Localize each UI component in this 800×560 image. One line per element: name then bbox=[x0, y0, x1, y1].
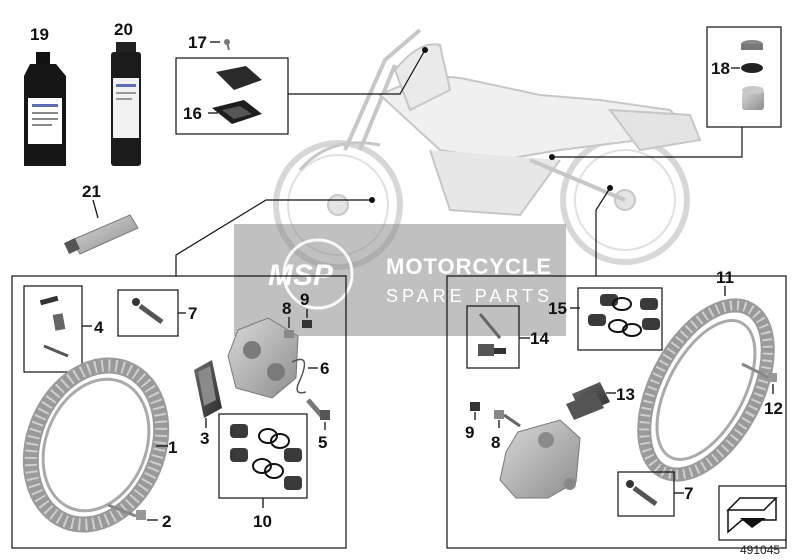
label-18: 18 bbox=[711, 59, 730, 78]
label-19: 19 bbox=[30, 25, 49, 44]
box-4 bbox=[23, 285, 83, 373]
label-14: 14 bbox=[530, 329, 549, 348]
rear-brake-disc bbox=[637, 298, 775, 482]
label-4: 4 bbox=[94, 318, 104, 337]
label-11: 11 bbox=[716, 268, 734, 287]
rear-brake-pads bbox=[566, 382, 610, 420]
rear-caliper bbox=[499, 419, 581, 499]
label-8-rear: 8 bbox=[491, 433, 500, 452]
label-17: 17 bbox=[188, 33, 207, 52]
disc-bolt bbox=[107, 503, 146, 520]
front-caliper bbox=[227, 317, 299, 399]
label-1: 1 bbox=[168, 438, 177, 457]
diagram-id: 491045 bbox=[740, 543, 780, 557]
bleed-screw-rear bbox=[470, 402, 521, 428]
box-14 bbox=[466, 305, 520, 369]
caliper-bolt bbox=[306, 398, 330, 420]
watermark: MSP MOTORCYCLE SPARE PARTS bbox=[234, 224, 566, 336]
rear-pad-pin-kit bbox=[478, 313, 506, 356]
front-piston-seal-kit bbox=[230, 424, 302, 490]
bleeder-valve-front bbox=[132, 298, 164, 325]
label-3: 3 bbox=[200, 429, 209, 448]
label-2: 2 bbox=[162, 512, 171, 531]
label-6: 6 bbox=[320, 359, 329, 378]
box-15 bbox=[577, 287, 663, 351]
front-brake-pads bbox=[194, 360, 222, 418]
label-5: 5 bbox=[318, 433, 327, 452]
retaining-spring bbox=[291, 358, 307, 394]
pad-retaining-parts bbox=[39, 295, 69, 358]
view-direction-arrow-icon bbox=[726, 497, 778, 534]
front-brake-box bbox=[11, 275, 347, 549]
watermark-line1: MOTORCYCLE bbox=[386, 254, 552, 279]
spray-can bbox=[111, 42, 141, 166]
label-16: 16 bbox=[183, 104, 202, 123]
label-7-rear: 7 bbox=[684, 484, 693, 503]
watermark-globe-icon bbox=[282, 238, 354, 310]
small-screw bbox=[224, 39, 230, 51]
label-9-rear: 9 bbox=[465, 423, 474, 442]
watermark-line2: SPARE PARTS bbox=[386, 286, 553, 306]
motorcycle-illustration bbox=[273, 28, 702, 270]
reservoir-cover bbox=[212, 66, 262, 124]
label-10: 10 bbox=[253, 512, 272, 531]
label-20: 20 bbox=[114, 20, 133, 39]
label-15: 15 bbox=[548, 299, 567, 318]
label-8-front: 8 bbox=[282, 299, 291, 318]
rear-piston-seal-kit bbox=[588, 294, 660, 337]
label-21: 21 bbox=[82, 182, 101, 201]
bleed-screw-front bbox=[284, 320, 312, 338]
label-9-front: 9 bbox=[300, 290, 309, 309]
rear-disc-bolt bbox=[741, 362, 777, 382]
reservoir-parts bbox=[741, 40, 764, 110]
rear-brake-box bbox=[446, 275, 787, 549]
label-7-front: 7 bbox=[188, 304, 197, 323]
bleeder-valve-rear bbox=[626, 480, 658, 507]
box-7-rear bbox=[617, 471, 675, 517]
paste-tube bbox=[64, 214, 139, 255]
box-18 bbox=[706, 26, 782, 128]
front-brake-disc bbox=[22, 357, 170, 533]
label-12: 12 bbox=[764, 399, 783, 418]
brake-fluid-bottle bbox=[24, 52, 66, 166]
box-16 bbox=[175, 57, 289, 135]
label-13: 13 bbox=[616, 385, 635, 404]
